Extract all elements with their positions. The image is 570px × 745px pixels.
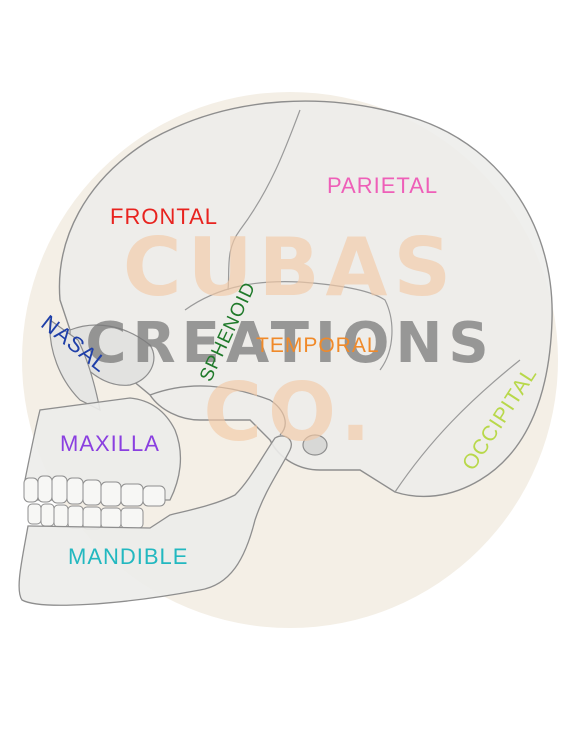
- watermark-line1: CUBAS: [123, 221, 457, 314]
- watermark-line3: CO.: [203, 366, 376, 459]
- lambdoid-suture: [394, 359, 521, 493]
- mandible-outline: [18, 435, 292, 606]
- maxilla-outline: [24, 397, 182, 501]
- cranium-outline: [58, 100, 553, 498]
- mandible-label: MANDIBLE: [68, 544, 189, 569]
- zygomatic-arch: [149, 385, 286, 436]
- upper-teeth: [23, 475, 166, 507]
- parietal-label: PARIETAL: [327, 173, 439, 198]
- ear-canal: [302, 434, 328, 456]
- coronal-suture: [227, 109, 301, 291]
- maxilla-label: MAXILLA: [60, 431, 160, 456]
- squamosal-suture: [184, 281, 393, 371]
- frontal-label: FRONTAL: [110, 204, 219, 229]
- lower-teeth: [27, 503, 144, 530]
- watermark-line2: CREATIONS: [85, 311, 494, 376]
- temporal-label: TEMPORAL: [256, 334, 380, 357]
